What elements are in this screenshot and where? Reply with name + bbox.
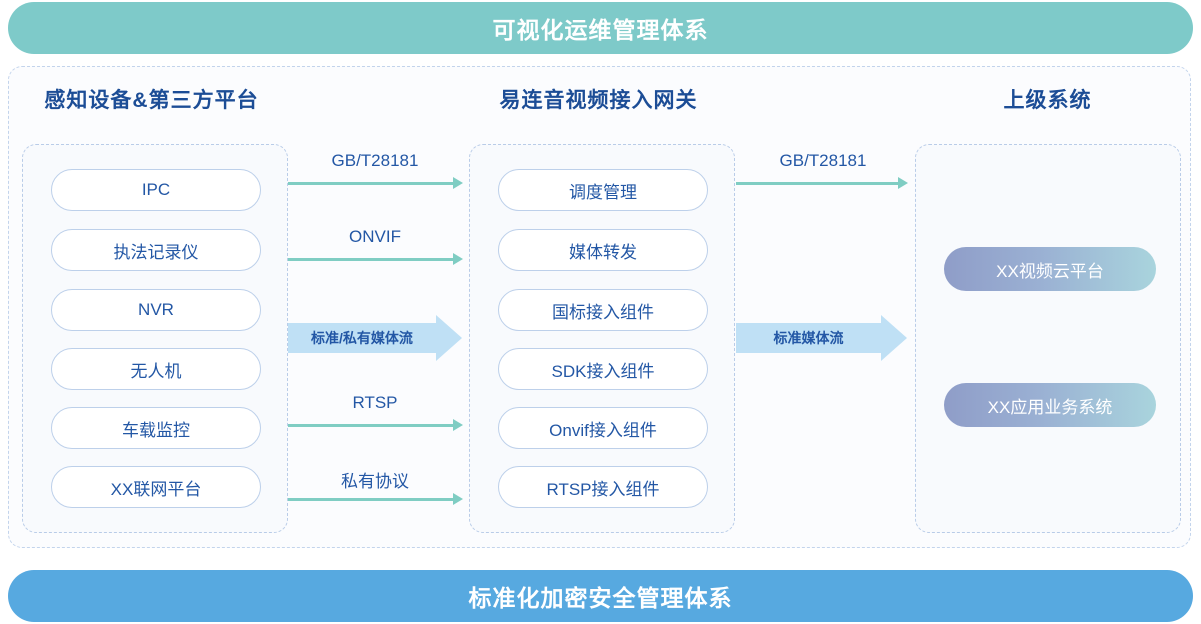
column-right: 上级系统	[910, 66, 1185, 548]
top-banner: 可视化运维管理体系	[8, 2, 1193, 54]
connector-block-arrow-label: 标准/私有媒体流	[288, 323, 436, 353]
list-item[interactable]: 车载监控	[51, 407, 261, 449]
right-group-box: XX视频云平台 XX应用业务系统	[915, 144, 1181, 533]
arrow-head-icon	[453, 493, 463, 505]
arrow-head-icon	[453, 253, 463, 265]
list-item[interactable]: XX联网平台	[51, 466, 261, 508]
arrow-head-icon	[898, 177, 908, 189]
arrow-head-icon	[453, 419, 463, 431]
list-item[interactable]: 执法记录仪	[51, 229, 261, 271]
column-left: 感知设备&第三方平台	[14, 66, 289, 548]
connector-arrow-rtsp	[288, 419, 463, 431]
connector-arrow-gbt28181-right	[736, 177, 908, 189]
list-item[interactable]: SDK接入组件	[498, 348, 708, 390]
pill-label: XX应用业务系统	[987, 397, 1113, 417]
bottom-banner-label: 标准化加密安全管理体系	[468, 585, 733, 611]
left-group-box: IPC 执法记录仪 NVR 无人机 车载监控 XX联网平台	[22, 144, 288, 533]
connector-label-rtsp: RTSP	[352, 393, 398, 412]
list-item[interactable]: 无人机	[51, 348, 261, 390]
list-item[interactable]: IPC	[51, 169, 261, 211]
pill-label: 车载监控	[122, 420, 190, 440]
arrow-line	[736, 182, 899, 185]
column-right-title: 上级系统	[1003, 89, 1092, 112]
top-banner-label: 可视化运维管理体系	[492, 17, 709, 43]
list-item[interactable]: 调度管理	[498, 169, 708, 211]
pill-label: NVR	[138, 300, 174, 319]
list-item[interactable]: NVR	[51, 289, 261, 331]
pill-label: 调度管理	[569, 182, 637, 202]
column-middle: 易连音视频接入网关	[461, 66, 736, 548]
arrow-head-icon	[881, 315, 907, 361]
bottom-banner: 标准化加密安全管理体系	[8, 570, 1193, 622]
pill-label: IPC	[141, 180, 171, 199]
pill-label: SDK接入组件	[551, 361, 655, 381]
arrow-line	[288, 498, 454, 501]
arrow-head-icon	[453, 177, 463, 189]
pill-label: XX视频云平台	[996, 261, 1104, 281]
connector-arrow-gbt28181-left	[288, 177, 463, 189]
arrow-line	[288, 182, 454, 185]
connector-label-gbt28181-left: GB/T28181	[331, 151, 419, 170]
pill-label: XX联网平台	[110, 479, 202, 499]
arrow-line	[288, 258, 454, 261]
connector-block-arrow-label: 标准媒体流	[736, 323, 881, 353]
connector-label-onvif: ONVIF	[349, 227, 401, 246]
list-item[interactable]: 媒体转发	[498, 229, 708, 271]
pill-label: RTSP接入组件	[546, 479, 660, 499]
connector-arrow-private-protocol	[288, 493, 463, 505]
pill-label: 执法记录仪	[113, 242, 199, 262]
pill-label: Onvif接入组件	[549, 420, 657, 440]
pill-label: 媒体转发	[569, 242, 637, 262]
connector-label-private-protocol: 私有协议	[341, 472, 409, 491]
arrow-line	[288, 424, 454, 427]
connector-arrow-onvif	[288, 253, 463, 265]
middle-group-box: 调度管理 媒体转发 国标接入组件 SDK接入组件 Onvif接入组件 RTSP接…	[469, 144, 735, 533]
column-left-title: 感知设备&第三方平台	[44, 89, 259, 112]
pill-label: 无人机	[130, 361, 182, 381]
pill-label: 国标接入组件	[552, 302, 654, 322]
list-item[interactable]: RTSP接入组件	[498, 466, 708, 508]
connector-block-arrow-standard-media: 标准媒体流	[736, 315, 907, 361]
list-item[interactable]: 国标接入组件	[498, 289, 708, 331]
list-item[interactable]: XX视频云平台	[944, 247, 1156, 291]
connector-block-arrow-mixed-media: 标准/私有媒体流	[288, 315, 462, 361]
column-middle-title: 易连音视频接入网关	[499, 89, 698, 112]
list-item[interactable]: Onvif接入组件	[498, 407, 708, 449]
list-item[interactable]: XX应用业务系统	[944, 383, 1156, 427]
arrow-head-icon	[436, 315, 462, 361]
connector-label-gbt28181-right: GB/T28181	[779, 151, 867, 170]
